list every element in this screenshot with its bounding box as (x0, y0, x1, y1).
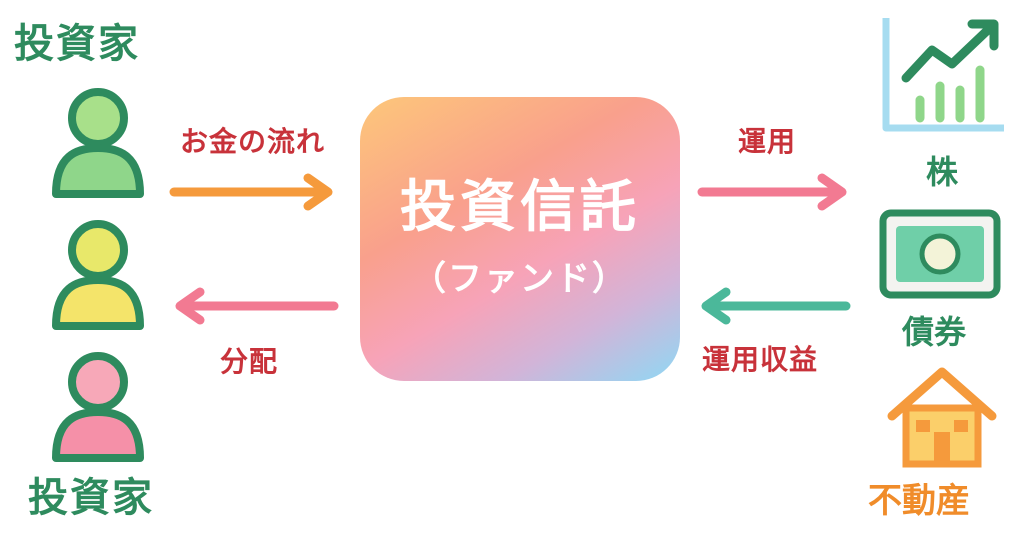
arrow-right-icon (697, 173, 847, 211)
stocks-label: 株 (926, 153, 959, 191)
fund-box: 投資信託 （ファンド） (360, 97, 680, 381)
distribution-label: 分配 (220, 345, 279, 378)
real-estate-label: 不動産 (868, 481, 970, 521)
bonds-label: 債券 (902, 313, 967, 351)
person-icon (52, 352, 144, 462)
fund-title: 投資信託 (400, 175, 640, 240)
investors-title-bottom: 投資家 (28, 475, 154, 521)
arrow-left-icon (175, 287, 339, 325)
management-return-label: 運用収益 (702, 343, 819, 376)
house-icon (887, 367, 997, 468)
banknote-icon (879, 209, 1001, 299)
person-icon (52, 220, 144, 330)
person-icon (52, 88, 144, 198)
arrow-left-icon (701, 287, 851, 325)
stock-chart-icon (882, 18, 1004, 132)
arrow-right-icon (169, 173, 333, 211)
investors-title-top: 投資家 (14, 21, 140, 67)
fund-subtitle: （ファンド） (412, 259, 628, 299)
management-label: 運用 (738, 125, 797, 158)
money-flow-label: お金の流れ (180, 125, 326, 158)
